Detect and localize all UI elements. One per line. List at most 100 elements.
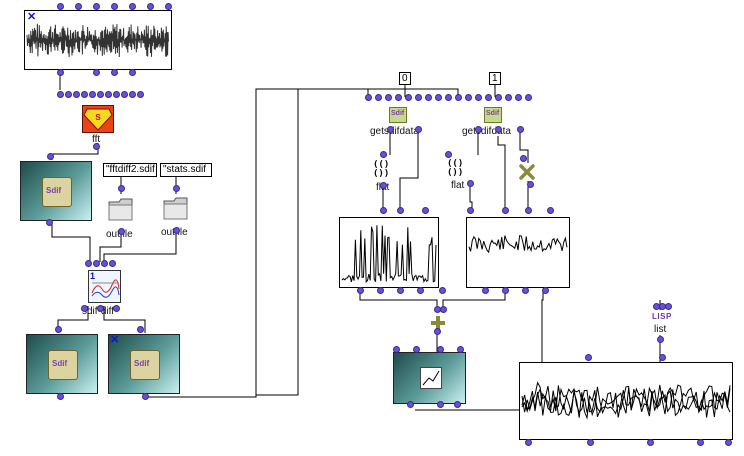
connection-dot[interactable] (137, 91, 144, 98)
connection-dot[interactable] (415, 126, 422, 133)
plus-operator-box[interactable] (430, 315, 446, 331)
connection-dot[interactable] (65, 91, 72, 98)
connection-dot[interactable] (129, 91, 136, 98)
bpf-plot-1[interactable] (339, 217, 439, 288)
connection-dot[interactable] (118, 228, 125, 235)
connection-dot[interactable] (485, 94, 492, 101)
fft-box[interactable]: S (82, 105, 114, 133)
connection-dot[interactable] (380, 207, 387, 214)
connection-dot[interactable] (585, 354, 592, 361)
connection-dot[interactable] (435, 94, 442, 101)
connection-dot[interactable] (413, 346, 420, 353)
connection-dot[interactable] (657, 336, 664, 343)
connection-dot[interactable] (437, 401, 444, 408)
connection-dot[interactable] (475, 94, 482, 101)
connection-dot[interactable] (81, 305, 88, 312)
connection-dot[interactable] (365, 94, 372, 101)
connection-dot[interactable] (109, 260, 116, 267)
connection-dot[interactable] (93, 143, 100, 150)
bpf-plot-2[interactable] (466, 217, 570, 288)
connection-dot[interactable] (357, 287, 364, 294)
connection-dot[interactable] (75, 3, 82, 10)
connection-dot[interactable] (81, 91, 88, 98)
connection-dot[interactable] (547, 207, 554, 214)
sdif-file-box[interactable]: Sdif (20, 161, 92, 221)
connection-dot[interactable] (118, 185, 125, 192)
connection-dot[interactable] (445, 151, 452, 158)
connection-dot[interactable] (520, 155, 527, 162)
connection-dot[interactable] (395, 94, 402, 101)
connection-dot[interactable] (425, 94, 432, 101)
connection-dot[interactable] (525, 439, 532, 446)
connection-dot[interactable] (397, 287, 404, 294)
filename-input-2[interactable]: "stats.sdif (160, 163, 212, 177)
sdif-diff-box[interactable]: 1 (88, 270, 121, 303)
connection-dot[interactable] (93, 260, 100, 267)
connection-dot[interactable] (129, 3, 136, 10)
connection-dot[interactable] (417, 287, 424, 294)
flat-box-1[interactable]: (() ()) (373, 158, 395, 179)
connection-dot[interactable] (137, 326, 144, 333)
connection-dot[interactable] (165, 3, 172, 10)
outfile-box-2[interactable] (161, 193, 191, 223)
bpf-multi-plot[interactable] (519, 362, 733, 440)
connection-dot[interactable] (482, 287, 489, 294)
connection-dot[interactable] (129, 69, 136, 76)
connection-dot[interactable] (397, 207, 404, 214)
connection-dot[interactable] (375, 94, 382, 101)
connection-dot[interactable] (465, 94, 472, 101)
connection-dot[interactable] (142, 393, 149, 400)
connection-dot[interactable] (495, 94, 502, 101)
connection-dot[interactable] (502, 287, 509, 294)
connection-dot[interactable] (525, 94, 532, 101)
connection-dot[interactable] (665, 303, 672, 310)
connection-dot[interactable] (93, 69, 100, 76)
connection-dot[interactable] (697, 439, 704, 446)
connection-dot[interactable] (542, 287, 549, 294)
connection-dot[interactable] (587, 439, 594, 446)
connection-dot[interactable] (659, 354, 666, 361)
connection-dot[interactable] (517, 126, 524, 133)
connection-dot[interactable] (47, 153, 54, 160)
sound-waveform-box[interactable] (24, 10, 172, 70)
index-input-0[interactable]: 0 (399, 72, 411, 85)
connection-dot[interactable] (502, 207, 509, 214)
connection-dot[interactable] (380, 182, 387, 189)
connection-dot[interactable] (57, 393, 64, 400)
connection-dot[interactable] (467, 207, 474, 214)
connection-dot[interactable] (407, 401, 414, 408)
connection-dot[interactable] (111, 69, 118, 76)
connection-dot[interactable] (725, 439, 732, 446)
connection-dot[interactable] (455, 94, 462, 101)
connection-dot[interactable] (377, 287, 384, 294)
index-input-1[interactable]: 1 (489, 72, 501, 85)
connection-dot[interactable] (454, 401, 461, 408)
connection-dot[interactable] (647, 439, 654, 446)
connection-dot[interactable] (495, 126, 502, 133)
connection-dot[interactable] (457, 346, 464, 353)
connection-dot[interactable] (515, 94, 522, 101)
connection-dot[interactable] (97, 305, 104, 312)
getsdifdata-box-1[interactable]: Sdif (389, 107, 407, 123)
sdif-file-box-2[interactable]: Sdif (26, 334, 98, 394)
bpf-box[interactable] (393, 352, 466, 404)
connection-dot[interactable] (439, 287, 446, 294)
connection-dot[interactable] (522, 287, 529, 294)
sdif-file-box-3[interactable]: Sdif (108, 334, 180, 394)
connection-dot[interactable] (97, 91, 104, 98)
connection-dot[interactable] (434, 328, 441, 335)
flat-box-2[interactable]: (() ()) (447, 157, 469, 178)
connection-dot[interactable] (113, 91, 120, 98)
connection-dot[interactable] (525, 207, 532, 214)
connection-dot[interactable] (467, 180, 474, 187)
connection-dot[interactable] (475, 126, 482, 133)
connection-dot[interactable] (440, 306, 447, 313)
connection-dot[interactable] (385, 94, 392, 101)
connection-dot[interactable] (57, 3, 64, 10)
connection-dot[interactable] (89, 91, 96, 98)
connection-dot[interactable] (422, 207, 429, 214)
connection-dot[interactable] (55, 326, 62, 333)
connection-dot[interactable] (437, 346, 444, 353)
connection-dot[interactable] (121, 91, 128, 98)
connection-dot[interactable] (101, 260, 108, 267)
